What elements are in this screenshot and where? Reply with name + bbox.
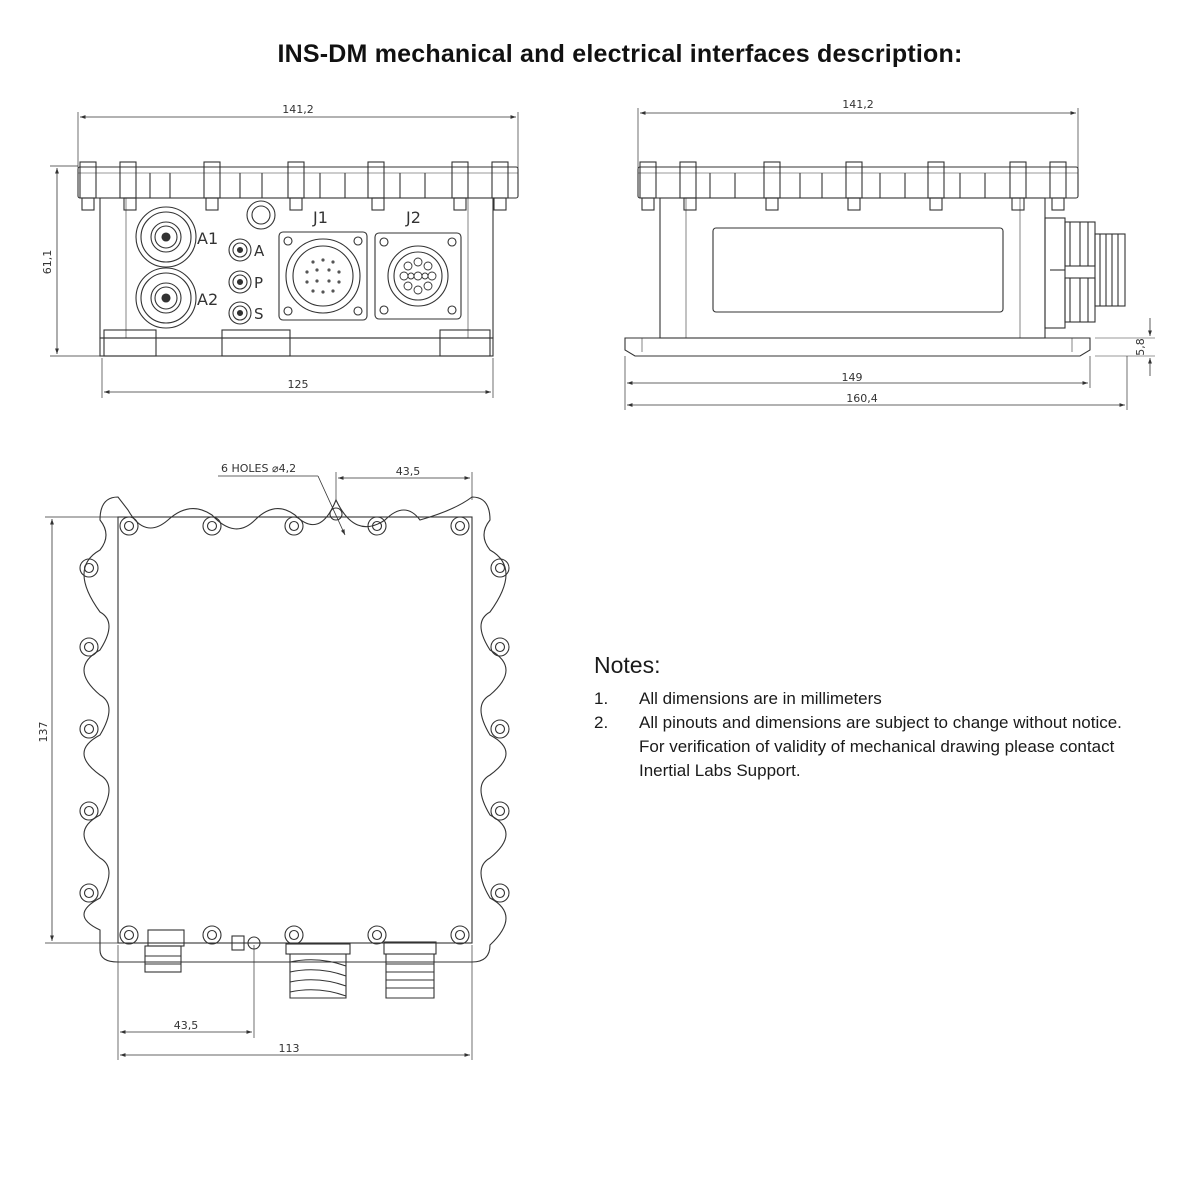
front-width-label: 141,2 xyxy=(282,103,314,116)
bottom-bolts xyxy=(79,516,510,945)
side-base-flange xyxy=(624,337,1091,357)
a1-connector xyxy=(135,206,197,268)
bottom-outline xyxy=(83,496,507,963)
label-a1: A1 xyxy=(197,229,218,248)
holes-note-label: 6 HOLES ⌀4,2 xyxy=(221,462,296,475)
note-line: Inertial Labs Support. xyxy=(639,761,801,780)
label-p: P xyxy=(254,274,263,292)
label-a2: A2 xyxy=(197,290,218,309)
page-title: INS-DM mechanical and electrical interfa… xyxy=(277,40,963,68)
front-nuts xyxy=(81,197,507,211)
note-text: All dimensions are in millimeters xyxy=(639,687,1194,711)
side-base-label: 149 xyxy=(842,371,863,384)
side-total-label: 160,4 xyxy=(846,392,878,405)
side-lid xyxy=(637,166,1079,199)
bottom-height-label: 137 xyxy=(37,722,50,743)
label-j1: J1 xyxy=(312,208,328,227)
side-nuts xyxy=(641,197,1065,211)
side-body xyxy=(659,197,1046,339)
front-body xyxy=(99,197,494,339)
front-view xyxy=(50,112,519,398)
note-item: 1. All dimensions are in millimeters xyxy=(594,687,1194,711)
note-number: 2. xyxy=(594,713,609,732)
front-height-label: 61,1 xyxy=(41,250,54,275)
front-lid-bolts xyxy=(79,161,509,199)
bottom-view xyxy=(45,472,510,1060)
note-text: All pinouts and dimensions are subject t… xyxy=(639,711,1194,783)
a2-connector xyxy=(135,267,197,329)
side-label-recess xyxy=(712,227,1004,313)
front-base-label: 125 xyxy=(288,378,309,391)
label-s: S xyxy=(254,305,264,323)
bottom-bottom-offset-label: 43,5 xyxy=(174,1019,199,1032)
bottom-connectors xyxy=(144,929,437,999)
note-number: 1. xyxy=(594,689,609,708)
j1-connector xyxy=(278,231,368,321)
note-line: All pinouts and dimensions are subject t… xyxy=(639,713,1122,732)
side-flange-label: 5,8 xyxy=(1134,338,1147,356)
front-base xyxy=(99,337,494,357)
note-item: 2. All pinouts and dimensions are subjec… xyxy=(594,711,1194,783)
j2-connector xyxy=(374,232,462,320)
side-connectors xyxy=(1044,217,1126,329)
notes-heading: Notes: xyxy=(594,652,661,678)
notes-section: Notes: 1. All dimensions are in millimet… xyxy=(594,652,1194,783)
note-line: For verification of validity of mechanic… xyxy=(639,737,1115,756)
mount-hole-bottom xyxy=(247,936,261,950)
label-a: A xyxy=(254,242,265,260)
mount-hole-top xyxy=(329,507,343,521)
holes-leader xyxy=(317,475,346,536)
note-line: All dimensions are in millimeters xyxy=(639,689,882,708)
small-connectors xyxy=(228,238,252,325)
bottom-inner-plate xyxy=(117,516,473,944)
side-width-label: 141,2 xyxy=(842,98,874,111)
side-view xyxy=(624,108,1155,410)
bottom-width-label: 113 xyxy=(279,1042,300,1055)
bottom-top-offset-label: 43,5 xyxy=(396,465,421,478)
label-j2: J2 xyxy=(405,208,421,227)
